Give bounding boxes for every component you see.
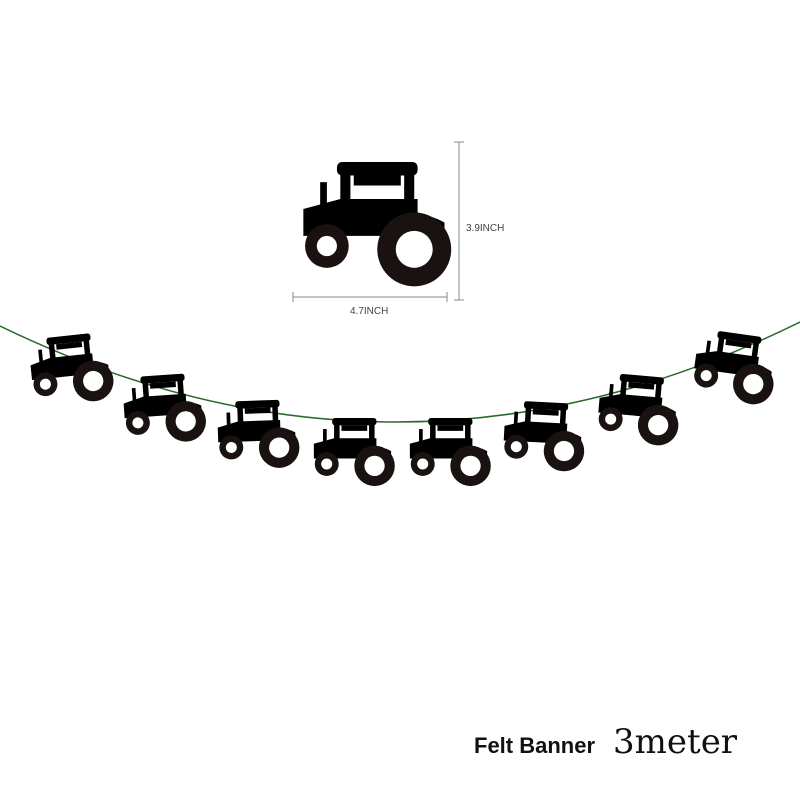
banner-string: [0, 321, 800, 423]
banner-tractor-icon-4: [313, 418, 395, 487]
width-label: 4.7INCH: [350, 306, 388, 317]
banner-tractor-icon-8: [690, 328, 780, 407]
banner-tractor-icon-7: [595, 372, 683, 448]
banner-tractor-icon-2: [121, 372, 208, 446]
caption-label: Felt Banner: [474, 733, 596, 758]
banner-tractor-icon-5: [409, 418, 491, 487]
sample-tractor-icon: [303, 162, 452, 287]
dimension-guides: 3.9INCH 4.7INCH: [292, 141, 504, 317]
banner-tractor-icon-3: [216, 399, 301, 470]
caption: Felt Banner 3meter: [474, 722, 737, 778]
height-label: 3.9INCH: [466, 223, 504, 234]
tractor-banner: [27, 328, 780, 487]
banner-tractor-icon-1: [27, 331, 116, 408]
caption-length: 3meter: [613, 722, 738, 762]
banner-tractor-icon-6: [502, 400, 587, 473]
